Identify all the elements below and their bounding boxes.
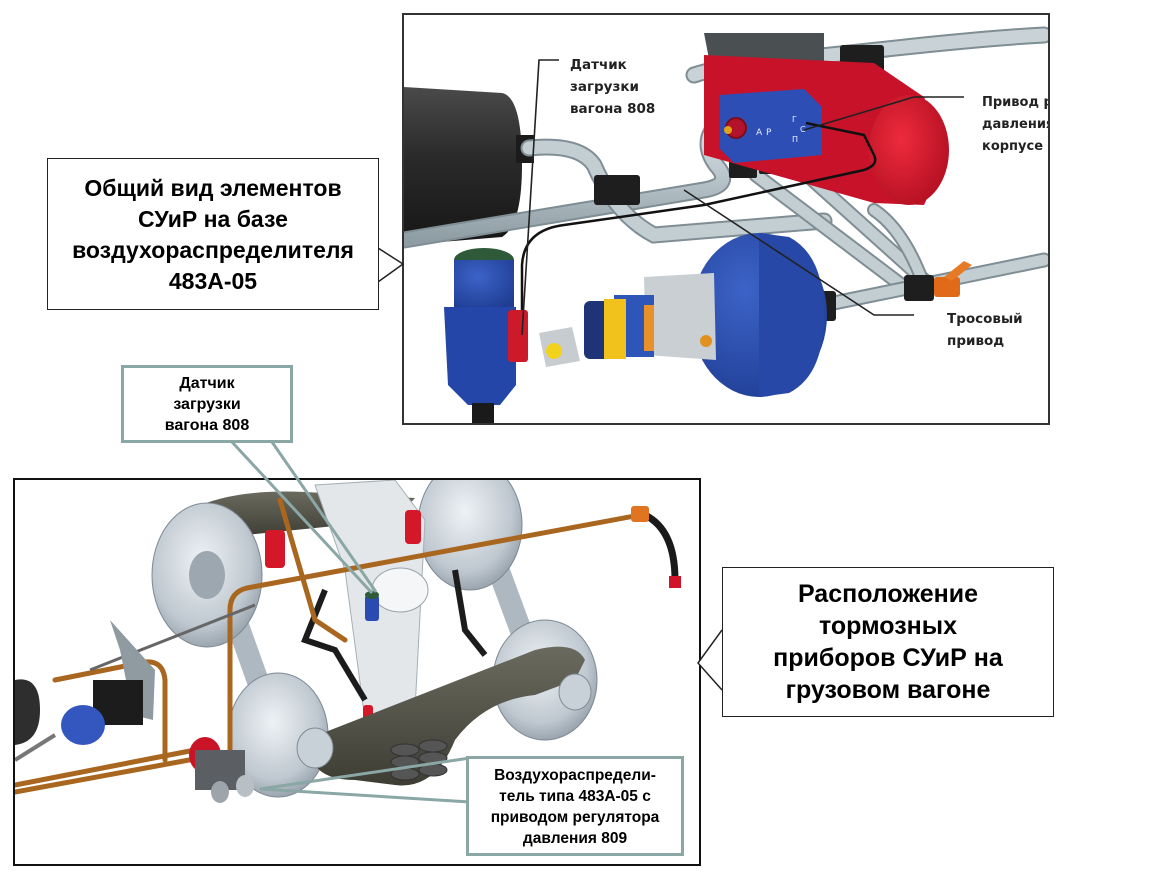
callout-line: Датчик — [179, 375, 235, 392]
label-line: вагона 808 — [570, 101, 656, 117]
callout-line: давления 809 — [522, 830, 628, 847]
callout-line: воздухораспределителя — [72, 237, 354, 263]
front-side-frame — [305, 646, 585, 786]
label-line: Датчик — [570, 57, 627, 73]
callout-line: тель типа 483А-05 с — [499, 788, 651, 805]
placement-callout-tail — [697, 629, 723, 691]
label-line: давления 809 на — [982, 117, 1050, 132]
label-load-sensor-808: Датчик загрузки вагона 808 — [570, 54, 655, 120]
air-distributor-483a-05 — [189, 737, 254, 803]
mode-label-g: Г — [792, 115, 797, 124]
mode-label-s: С — [800, 125, 806, 134]
callout-line: СУиР на базе — [138, 206, 288, 232]
callout-line: Общий вид элементов — [84, 175, 342, 201]
center-plate — [371, 567, 429, 613]
brake-cylinder-small — [61, 705, 105, 745]
callout-load-sensor-808: Датчик загрузки вагона 808 — [121, 365, 293, 443]
callout-line: 483А-05 — [168, 268, 258, 294]
callout-line: грузовом вагоне — [785, 676, 991, 704]
callout-line: Воздухораспредели- — [494, 767, 656, 784]
label-line: корпусе ВР 483А-05 — [982, 139, 1048, 154]
wheelsets — [151, 480, 598, 798]
label-pressure-regulator-drive-809: Привод регулятора давления 809 на корпус… — [982, 92, 1050, 158]
top-scene-illustration: A P Г С П — [404, 26, 1048, 423]
wheel-hub — [189, 551, 225, 599]
label-line: привод — [947, 333, 1005, 349]
callout-line: вагона 808 — [164, 417, 250, 434]
callout-line: приборов СУиР на — [773, 644, 1003, 672]
brake-hose — [643, 511, 679, 581]
lever-bracket — [110, 620, 155, 720]
mode-label-p: П — [792, 135, 798, 144]
label-cable-drive: Тросовый привод — [947, 308, 1023, 352]
port-label-a: A — [756, 128, 763, 138]
general-view-callout-tail — [377, 247, 405, 283]
cable-drive-rod — [89, 603, 256, 672]
end-cock — [631, 506, 649, 522]
label-line: загрузки — [570, 79, 639, 95]
port-label-p: P — [766, 128, 772, 138]
brake-cylinder — [539, 233, 827, 397]
cable-drive-wire — [520, 121, 877, 345]
callout-line: Расположение — [797, 580, 979, 608]
hose-line — [15, 733, 57, 762]
top-panel-general-view: A P Г С П — [402, 13, 1050, 425]
axle-box — [558, 673, 592, 711]
pressure-regulator-drive-box: A P Г С П — [720, 89, 822, 163]
bottom-panel-wagon-placement — [13, 478, 701, 866]
reservoir — [15, 679, 40, 745]
axle-box — [296, 727, 334, 769]
leader-lines — [521, 59, 964, 336]
callout-placement: Расположение тормозных приборов СУиР на … — [722, 567, 1054, 717]
ball-valve — [934, 261, 972, 297]
callout-pointer-lines — [259, 756, 471, 804]
bottom-scene-illustration — [15, 480, 681, 804]
load-sensor-808-mounted — [365, 595, 379, 621]
callout-line: приводом регулятора — [490, 809, 660, 826]
load-sensor-808 — [444, 248, 528, 423]
left-equipment — [15, 620, 155, 762]
hose-coupling — [669, 576, 681, 588]
label-line: Привод регулятора — [982, 95, 1048, 110]
callout-line: тормозных — [818, 612, 957, 640]
callout-line: загрузки — [173, 396, 241, 413]
callout-general-view: Общий вид элементов СУиР на базе воздухо… — [47, 158, 379, 310]
load-sensor-cap — [365, 591, 379, 599]
callout-air-distributor-483a-05: Воздухораспредели- тель типа 483А-05 с п… — [466, 756, 684, 856]
label-line: Тросовый — [947, 311, 1023, 327]
